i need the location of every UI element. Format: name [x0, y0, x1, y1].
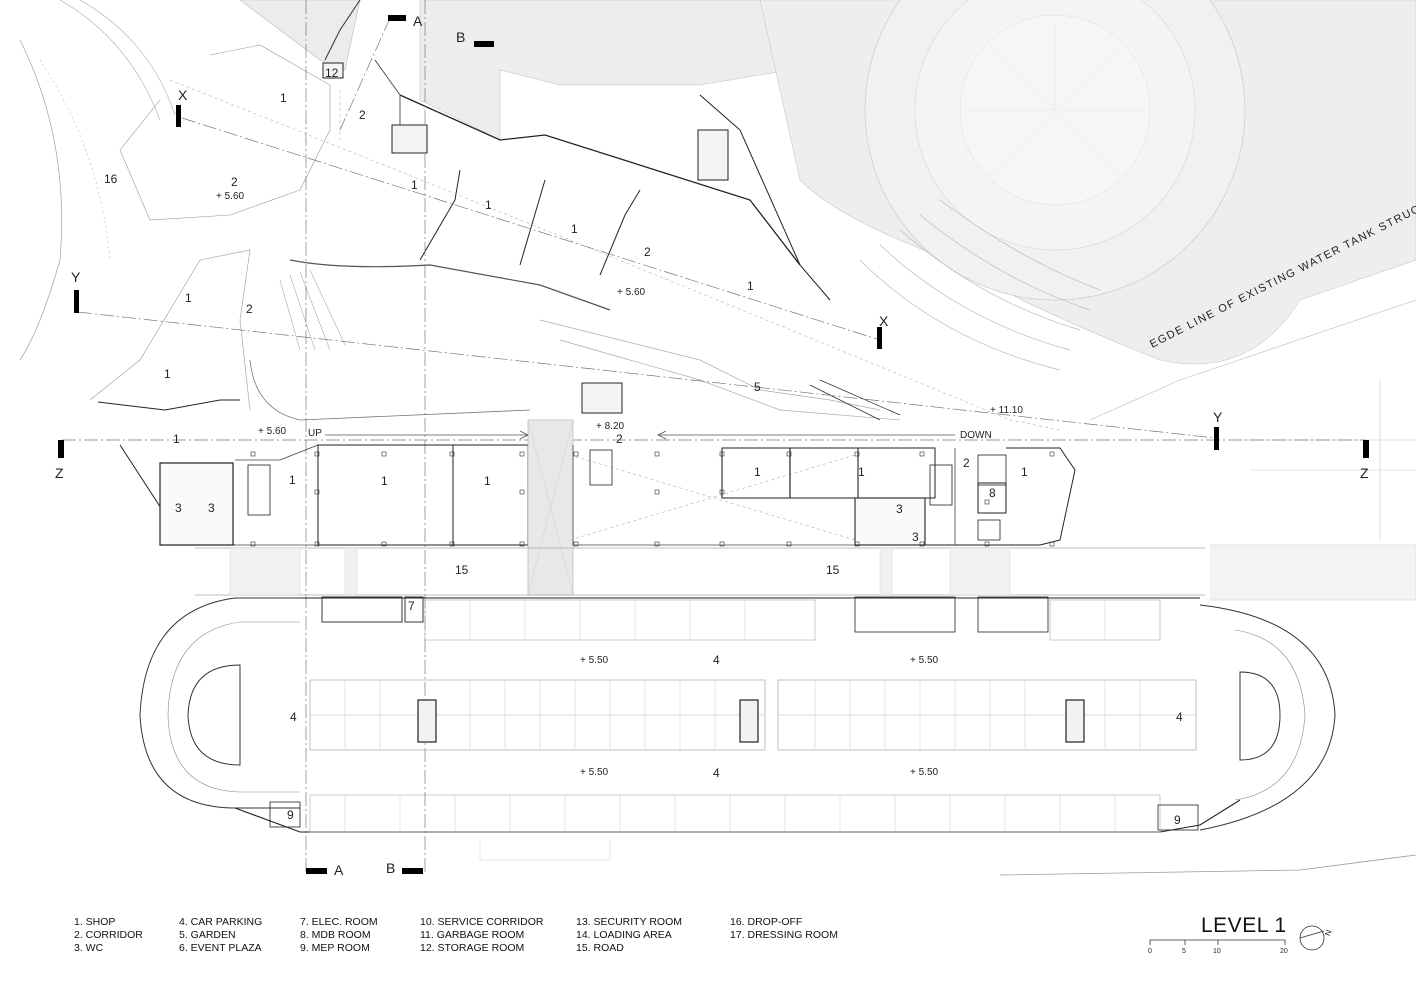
section-markers: [58, 15, 1369, 874]
legend-item: 11. GARBAGE ROOM: [420, 928, 525, 941]
room-label: 9: [287, 808, 294, 822]
room-label: 4: [290, 710, 297, 724]
room-label: 2: [963, 456, 970, 470]
room-label: 1: [484, 474, 491, 488]
room-label: 1: [289, 473, 296, 487]
legend-col-6: 16. DROP-OFF 17. DRESSING ROOM: [730, 916, 838, 942]
section-b-top: B: [456, 29, 466, 45]
section-y-right: Y: [1213, 409, 1223, 425]
section-x-left: X: [178, 87, 188, 103]
room-label: 15: [455, 563, 469, 577]
room-label: 2: [246, 302, 253, 316]
legend-item: 5. GARDEN: [179, 928, 236, 941]
room-label: 1: [381, 474, 388, 488]
legend-item: 3. WC: [74, 941, 104, 954]
room-label: 5: [754, 380, 761, 394]
room-label: 1: [485, 198, 492, 212]
legend-col-1: 1. SHOP 2. CORRIDOR 3. WC: [74, 916, 143, 954]
stair-cores: [322, 62, 729, 414]
dashed-grid: [169, 79, 1061, 541]
legend-item: 17. DRESSING ROOM: [730, 928, 838, 941]
room-label: 1: [754, 465, 761, 479]
room-label: 4: [713, 653, 720, 667]
legend-item: 15. ROAD: [576, 941, 624, 954]
scale-bar: [1149, 939, 1286, 945]
legend-item: 1. SHOP: [74, 916, 116, 928]
level-tag: + 8.20: [596, 421, 625, 432]
legend-col-5: 13. SECURITY ROOM 14. LOADING AREA 15. R…: [576, 916, 682, 954]
level-tag: + 5.50: [580, 655, 609, 666]
drawing-title: LEVEL 1: [1201, 914, 1287, 937]
legend-item: 13. SECURITY ROOM: [576, 916, 682, 928]
room-label: 3: [208, 501, 215, 515]
room-label: 1: [747, 279, 754, 293]
room-label: 1: [185, 291, 192, 305]
room-label: 1: [1021, 465, 1028, 479]
scale-tick-label: 20: [1280, 948, 1288, 955]
legend-col-4: 10. SERVICE CORRIDOR 11. GARBAGE ROOM 12…: [420, 916, 544, 954]
level-tag: + 5.50: [580, 767, 609, 778]
north-arrow: [1299, 925, 1325, 951]
existing-structures: [19, 0, 1416, 876]
room-label: 16: [104, 172, 118, 186]
room-label: 3: [175, 501, 182, 515]
circulation-arrows: [325, 430, 955, 440]
room-label: 1: [173, 432, 180, 446]
room-label: 1: [571, 222, 578, 236]
legend-item: 8. MDB ROOM: [300, 928, 371, 941]
section-b-bottom: B: [386, 860, 396, 876]
room-label: 15: [826, 563, 840, 577]
room-label: 2: [359, 108, 366, 122]
legend-item: 7. ELEC. ROOM: [300, 916, 378, 928]
level-tag: + 5.50: [910, 655, 939, 666]
level-tag: + 5.60: [258, 426, 287, 437]
room-label: 3: [912, 530, 919, 544]
room-label: 7: [408, 599, 415, 613]
road: [195, 547, 1205, 596]
room-label: 8: [989, 486, 996, 500]
legend-item: 10. SERVICE CORRIDOR: [420, 916, 544, 928]
legend-item: 14. LOADING AREA: [576, 928, 672, 941]
room-label: 2: [231, 175, 238, 189]
legend-item: 6. EVENT PLAZA: [179, 941, 262, 954]
scale-tick-label: 0: [1148, 948, 1152, 955]
room-label: 1: [858, 465, 865, 479]
room-label: 4: [713, 766, 720, 780]
room-label: 2: [644, 245, 651, 259]
level-tag: + 11.10: [990, 405, 1023, 416]
legend-item: 2. CORRIDOR: [74, 928, 143, 941]
level-tag: + 5.50: [910, 767, 939, 778]
car-park: [139, 596, 1336, 861]
legend-item: 16. DROP-OFF: [730, 916, 803, 928]
level-tag: + 5.60: [216, 191, 245, 202]
legend-col-3: 7. ELEC. ROOM 8. MDB ROOM 9. MEP ROOM: [300, 916, 378, 954]
upper-plaza-outlines: [89, 0, 1416, 421]
up-arrow-label: UP: [308, 428, 322, 439]
room-label: 1: [164, 367, 171, 381]
down-arrow-label: DOWN: [960, 430, 992, 441]
room-label: 12: [325, 66, 339, 80]
room-label: 9: [1174, 813, 1181, 827]
legend-item: 12. STORAGE ROOM: [420, 941, 525, 954]
section-z-left: Z: [55, 465, 64, 481]
room-label: 2: [616, 432, 623, 446]
level-tag: + 5.60: [617, 287, 646, 298]
section-z-right: Z: [1360, 465, 1369, 481]
scale-tick-label: 10: [1213, 948, 1221, 955]
room-label: 3: [896, 502, 903, 516]
legend-item: 9. MEP ROOM: [300, 941, 370, 954]
building-block: [119, 419, 1076, 596]
section-x-right: X: [879, 313, 889, 329]
scale-tick-label: 5: [1182, 948, 1186, 955]
legend-col-2: 4. CAR PARKING 5. GARDEN 6. EVENT PLAZA: [179, 916, 262, 954]
section-y-left: Y: [71, 269, 81, 285]
room-label: 4: [1176, 710, 1183, 724]
room-label: 1: [280, 91, 287, 105]
section-a-top: A: [413, 13, 423, 29]
section-a-bottom: A: [334, 862, 344, 878]
room-label: 1: [411, 178, 418, 192]
legend-item: 4. CAR PARKING: [179, 916, 263, 928]
